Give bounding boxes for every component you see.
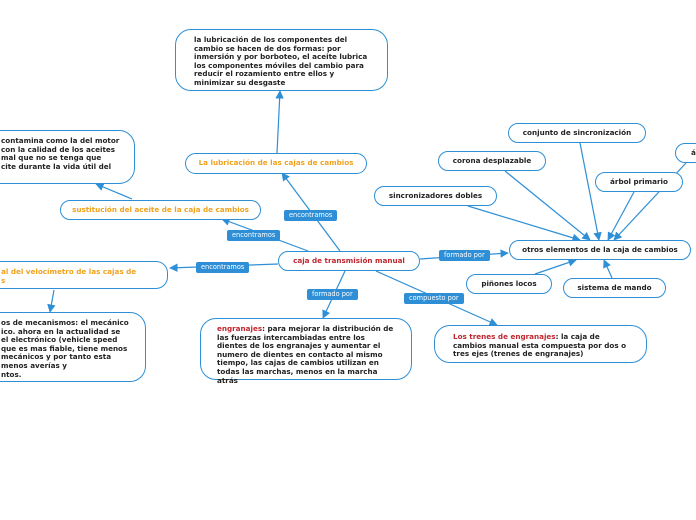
node-velocimetro-detail-text: os de mecanismos: el mecánico ico. ahora… (1, 318, 129, 379)
node-sincronizadores[interactable]: sincronizadores dobles (374, 186, 497, 206)
link-velocimetro-detail (47, 289, 56, 313)
node-velocimetro-label: al del velocímetro de las cajas de s (1, 267, 137, 285)
node-corona-label: corona desplazable (452, 155, 532, 165)
node-engranajes-body: : para mejorar la distribución de las fu… (217, 324, 394, 385)
node-lubricacion[interactable]: La lubricación de las cajas de cambios (185, 153, 367, 174)
link-sustitucion-detail (95, 183, 133, 200)
node-trenes[interactable]: Los trenes de engranajes: la caja de cam… (434, 325, 647, 363)
node-mando[interactable]: sistema de mando (563, 278, 666, 298)
link-label-encontramos: encontramos (284, 210, 338, 221)
link-label-formado-por: formado por (439, 250, 490, 261)
link-mando-otros (603, 259, 613, 279)
node-trenes-title: Los trenes de engranajes (453, 332, 556, 341)
node-sustitucion-detail-text: contamina como la del motor con la calid… (1, 136, 120, 171)
link-label-formado-por: formado por (307, 289, 358, 300)
node-lubricacion-detail-text: la lubricación de los componentes del ca… (194, 35, 368, 87)
node-otros[interactable]: otros elementos de la caja de cambios (509, 240, 691, 260)
link-pinones-otros (534, 258, 577, 275)
node-engranajes-title: engranajes (217, 324, 263, 333)
node-partial-right[interactable]: á (675, 143, 696, 163)
link-label-encontramos: encontramos (196, 262, 250, 273)
node-lubricacion-label: La lubricación de las cajas de cambios (198, 158, 354, 168)
node-engranajes[interactable]: engranajes: para mejorar la distribución… (200, 318, 412, 384)
link-corona-otros (504, 170, 591, 241)
root-label: caja de transmisión manual (293, 255, 405, 265)
node-trenes-text: Los trenes de engranajes: la caja de cam… (453, 332, 628, 359)
link-label-encontramos: encontramos (227, 230, 281, 241)
node-otros-label: otros elementos de la caja de cambios (522, 244, 678, 254)
node-pinones[interactable]: piñones locos (466, 274, 552, 294)
node-sincronizadores-label: sincronizadores dobles (388, 190, 483, 200)
node-trenes-body: : la caja de cambios manual esta compues… (453, 332, 627, 359)
node-arbol[interactable]: árbol primario (595, 172, 683, 192)
node-conjunto-label: conjunto de sincronización (522, 127, 632, 137)
node-lubricacion-detail[interactable]: la lubricación de los componentes del ca… (175, 29, 388, 91)
node-partial-right-label: á (691, 147, 696, 157)
node-engranajes-text: engranajes: para mejorar la distribución… (217, 324, 395, 385)
node-sustitucion-detail[interactable]: contamina como la del motor con la calid… (0, 130, 135, 184)
node-sustitucion[interactable]: sustitución del aceite de la caja de cam… (60, 200, 261, 220)
link-sincronizadores-otros (467, 205, 581, 242)
link-lubricacion-detail (275, 90, 284, 154)
root-node[interactable]: caja de transmisión manual (278, 251, 420, 271)
node-corona[interactable]: corona desplazable (438, 151, 546, 171)
node-conjunto[interactable]: conjunto de sincronización (508, 123, 646, 143)
link-arbol-otros (607, 191, 635, 241)
link-label-compuesto-por: compuesto por (404, 293, 464, 304)
node-pinones-label: piñones locos (481, 278, 537, 288)
node-velocimetro[interactable]: al del velocímetro de las cajas de s (0, 261, 168, 289)
link-conjunto-otros (579, 142, 602, 241)
node-mando-label: sistema de mando (577, 282, 652, 292)
node-velocimetro-detail[interactable]: os de mecanismos: el mecánico ico. ahora… (0, 312, 146, 382)
node-sustitucion-label: sustitución del aceite de la caja de cam… (72, 204, 249, 214)
node-arbol-label: árbol primario (610, 176, 668, 186)
